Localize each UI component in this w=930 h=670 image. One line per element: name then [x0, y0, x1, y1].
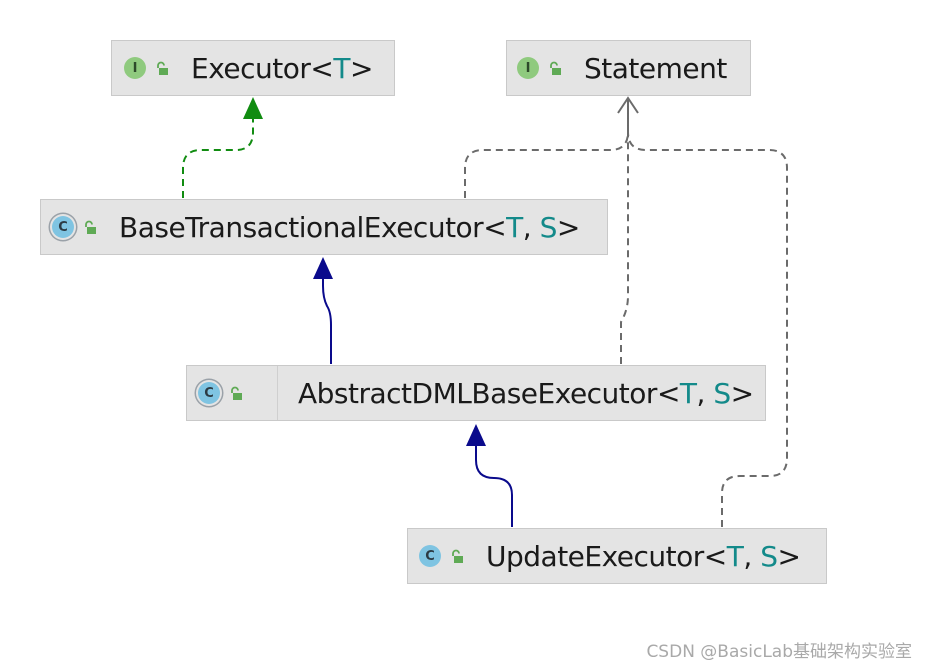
base-transactional-executor-node[interactable]: C BaseTransactionalExecutor<T, S>	[40, 199, 608, 255]
update-executor-node[interactable]: C UpdateExecutor<T, S>	[407, 528, 827, 584]
public-lock-icon	[85, 220, 96, 234]
node-divider	[277, 366, 278, 420]
class-icon: C	[419, 545, 441, 567]
watermark: CSDN @BasicLab基础架构实验室	[646, 642, 912, 662]
node-label: UpdateExecutor<T, S>	[486, 539, 801, 573]
edge-base-to-statement	[464, 100, 629, 198]
executor-interface-node[interactable]: I Executor<T>	[111, 40, 395, 96]
node-label: BaseTransactionalExecutor<T, S>	[119, 210, 580, 244]
abstract-class-icon: C	[52, 216, 74, 238]
arrowhead-statement	[617, 96, 639, 114]
interface-icon: I	[124, 57, 146, 79]
statement-interface-node[interactable]: I Statement	[506, 40, 751, 96]
edge-update-to-abstract-dml	[475, 446, 513, 527]
abstract-class-icon: C	[198, 382, 220, 404]
interface-icon: I	[517, 57, 539, 79]
arrowhead-abstract-dml	[466, 424, 486, 446]
abstract-dml-base-executor-node[interactable]: C AbstractDMLBaseExecutor<T, S>	[186, 365, 766, 421]
edge-abstract-dml-to-statement	[620, 100, 629, 364]
node-label: AbstractDMLBaseExecutor<T, S>	[298, 376, 754, 410]
public-lock-icon	[157, 61, 168, 75]
edge-update-to-statement	[627, 131, 788, 527]
edge-base-to-executor	[182, 118, 254, 198]
node-label: Statement	[584, 51, 727, 85]
edge-abstract-dml-to-base	[322, 278, 332, 364]
arrowhead-base	[313, 257, 333, 279]
public-lock-icon	[231, 386, 242, 400]
arrowhead-executor	[243, 97, 263, 119]
node-label: Executor<T>	[191, 51, 373, 85]
public-lock-icon	[452, 549, 463, 563]
public-lock-icon	[550, 61, 561, 75]
